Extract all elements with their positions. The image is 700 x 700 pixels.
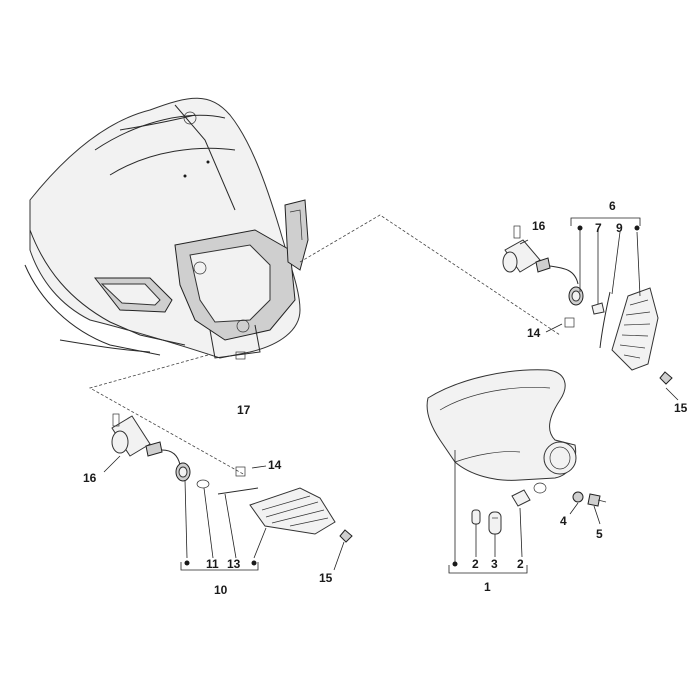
label-15-left: 15: [319, 571, 333, 585]
tail-lamp-assembly: [426, 369, 607, 574]
label-10: 10: [214, 583, 228, 597]
label-9: 9: [616, 221, 623, 235]
label-16-right: 16: [532, 219, 546, 233]
label-11: 11: [206, 557, 219, 571]
part-labels: 6 7 9 16 14 15 17 14 16 11 13 10 15 2 3 …: [83, 199, 688, 597]
label-16-left: 16: [83, 471, 97, 485]
label-5: 5: [596, 527, 603, 541]
left-indicator-assembly: [103, 413, 353, 571]
label-2-right: 2: [517, 557, 524, 571]
label-1: 1: [484, 580, 491, 594]
label-17: 17: [237, 403, 251, 417]
label-15-right: 15: [674, 401, 688, 415]
label-14-right: 14: [527, 326, 541, 340]
label-4: 4: [560, 514, 567, 528]
label-3: 3: [491, 557, 498, 571]
label-13: 13: [227, 557, 241, 571]
label-7: 7: [595, 221, 602, 235]
leader-lines: [88, 214, 561, 476]
label-2-left: 2: [472, 557, 479, 571]
front-shield: [24, 97, 309, 360]
label-14-left: 14: [268, 458, 282, 472]
label-6: 6: [609, 199, 616, 213]
right-indicator-assembly: [502, 217, 679, 401]
